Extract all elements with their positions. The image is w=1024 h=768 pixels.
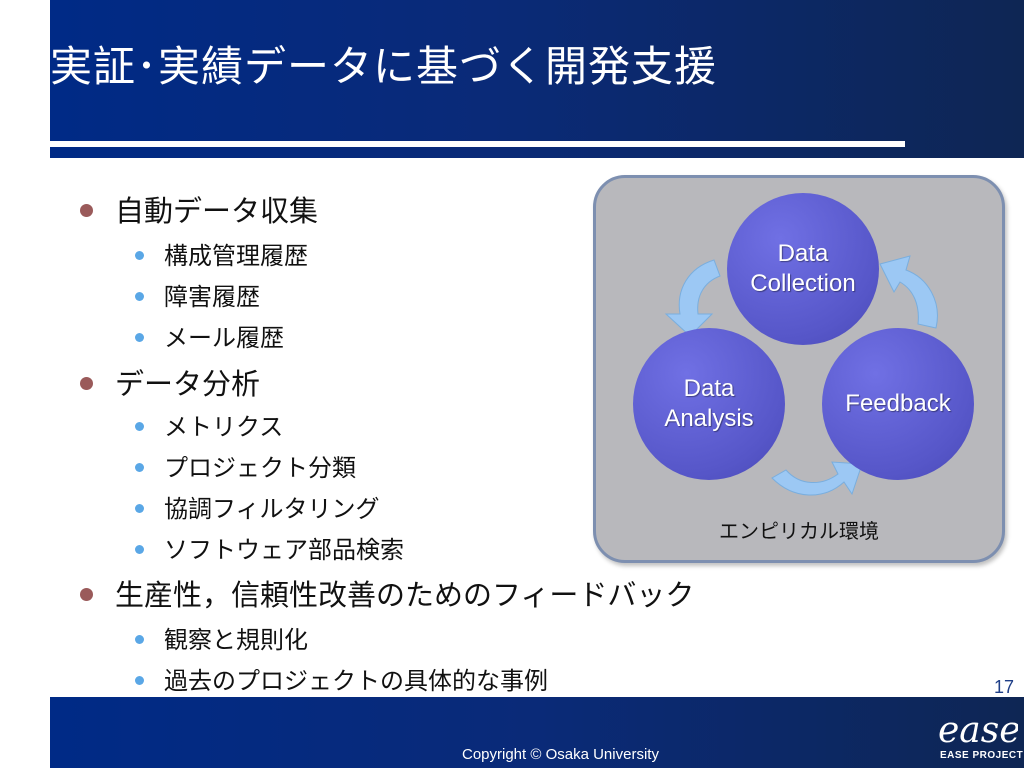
bullet-text: 生産性，信頼性改善のためのフィードバック [115, 578, 695, 612]
bullet-dot-icon [135, 675, 144, 685]
bullet-text: メトリクス [164, 413, 284, 441]
bullet-dot-icon [135, 291, 144, 301]
diagram-caption: エンピリカル環境 [719, 519, 879, 543]
bullet-level1: データ分析 [80, 361, 260, 403]
bullet-text: 協調フィルタリング [164, 495, 380, 523]
bullet-level2: 過去のプロジェクトの具体的な事例 [135, 661, 548, 696]
bullet-level2: 協調フィルタリング [135, 489, 380, 524]
node-feedback: Feedback [822, 328, 974, 480]
bullet-text: 自動データ収集 [115, 194, 319, 228]
slide-title: 実証･実績データに基づく開発支援 [50, 42, 718, 91]
cycle-arrow-icon [664, 259, 721, 337]
bullet-dot-icon [135, 332, 144, 342]
ease-logo-icon: ease [938, 710, 1018, 751]
logo-caption: EASE PROJECT [940, 750, 1024, 761]
bullet-dot-icon [135, 462, 144, 472]
bullet-level2: プロジェクト分類 [135, 448, 356, 483]
bullet-dot-icon [135, 634, 144, 644]
bullet-level2: メトリクス [135, 407, 283, 442]
bullet-level2: 障害履歴 [135, 277, 260, 312]
bullet-level2: メール履歴 [135, 318, 284, 353]
cycle-arrow-icon [879, 255, 938, 329]
footer-bar [50, 697, 1024, 768]
cycle-arrows [664, 255, 938, 496]
bullet-text: ソフトウェア部品検索 [164, 536, 404, 564]
node-label: Feedback [845, 390, 951, 417]
bullet-level1: 生産性，信頼性改善のためのフィードバック [80, 572, 694, 614]
cycle-arrow-icon [771, 461, 863, 496]
bullet-dot-icon [80, 587, 93, 601]
title-banner [50, 0, 1024, 158]
bullet-text: プロジェクト分類 [164, 454, 356, 482]
bullet-level1: 自動データ収集 [80, 188, 318, 230]
bullet-text: 障害履歴 [164, 283, 260, 311]
title-underline [50, 141, 905, 147]
bullet-dot-icon [80, 376, 93, 390]
bullet-text: 観察と規則化 [164, 626, 308, 654]
bullet-level2: 構成管理履歴 [135, 236, 308, 271]
page-number: 17 [993, 677, 1014, 697]
copyright-text: Copyright © Osaka University [462, 746, 659, 763]
bullet-dot-icon [135, 544, 144, 554]
bullet-dot-icon [135, 421, 144, 431]
bullet-level2: ソフトウェア部品検索 [135, 530, 404, 565]
bullet-text: データ分析 [115, 367, 261, 401]
node-label: Data [683, 375, 735, 402]
bullet-dot-icon [135, 250, 144, 260]
bullet-level2: 観察と規則化 [135, 620, 308, 655]
node-label: Collection [750, 270, 856, 297]
bullet-text: 過去のプロジェクトの具体的な事例 [164, 667, 548, 695]
bullet-text: 構成管理履歴 [164, 242, 308, 270]
logo-wordmark: ease [938, 710, 1018, 751]
bullet-text: メール履歴 [164, 324, 284, 352]
node-label: Data [777, 240, 829, 267]
bullet-dot-icon [135, 503, 144, 513]
node-label: Analysis [664, 405, 754, 432]
bullet-dot-icon [80, 203, 93, 217]
